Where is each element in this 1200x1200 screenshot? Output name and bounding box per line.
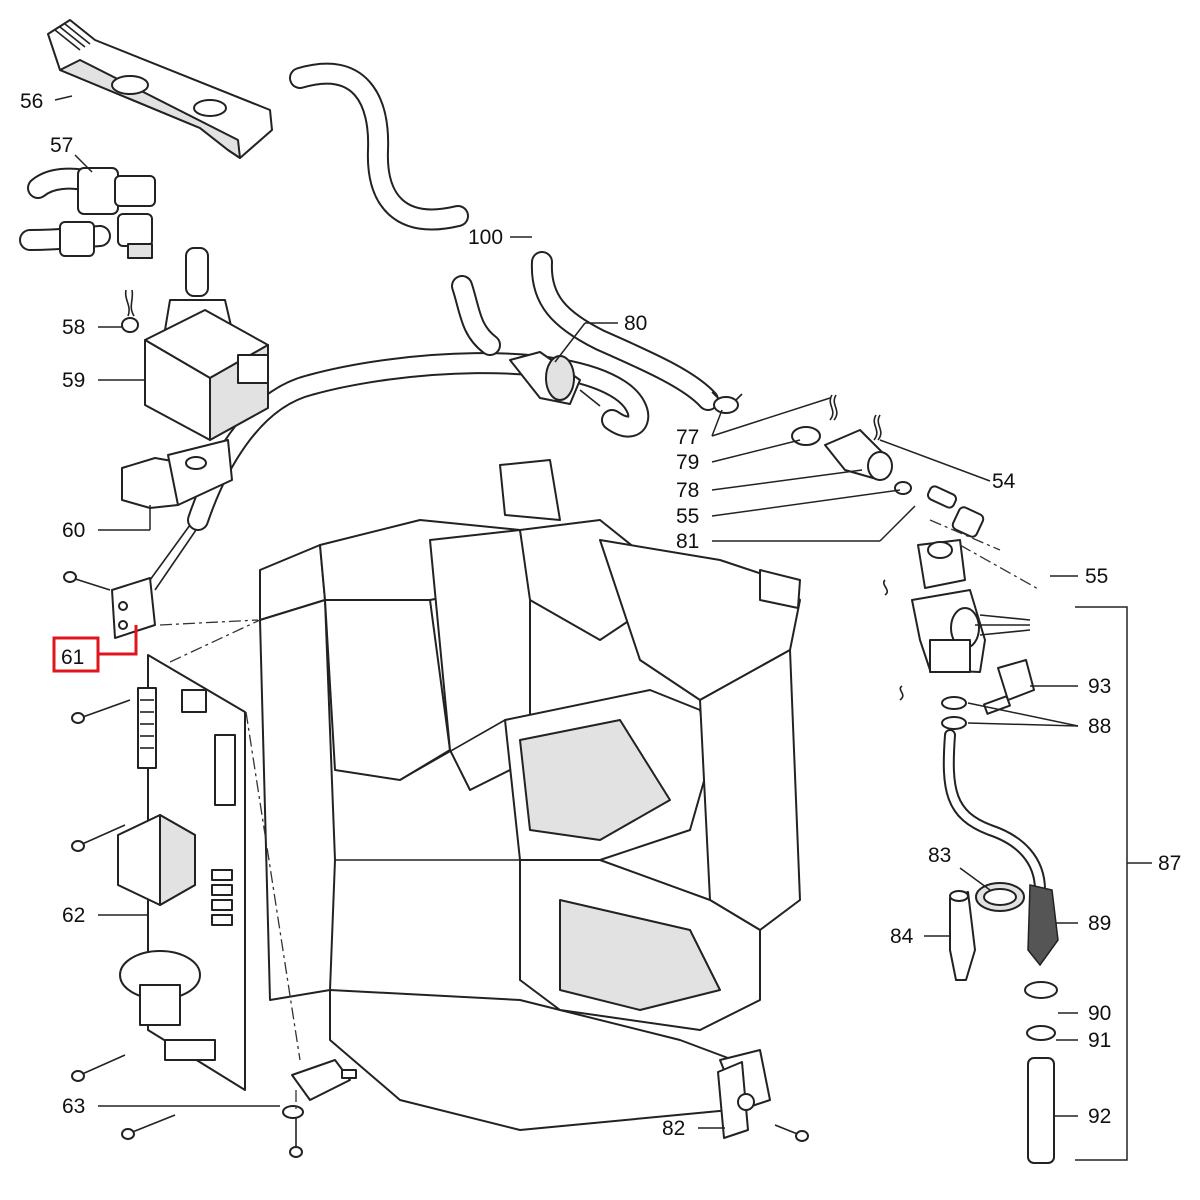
label-78: 78 bbox=[676, 479, 699, 502]
hose-to-clip bbox=[530, 251, 719, 411]
label-82: 82 bbox=[662, 1117, 685, 1140]
part-54-clip bbox=[873, 414, 882, 441]
label-60: 60 bbox=[62, 519, 85, 542]
leader-lines bbox=[54, 95, 1152, 1161]
label-89: 89 bbox=[1088, 912, 1111, 935]
part-57-valve bbox=[19, 167, 156, 259]
label-77: 77 bbox=[676, 426, 699, 449]
label-80: 80 bbox=[624, 312, 647, 335]
top-hose bbox=[289, 62, 469, 231]
assembly-lines bbox=[159, 519, 1041, 1110]
part-55-oring-top bbox=[894, 481, 912, 495]
main-frame bbox=[259, 459, 801, 1131]
part-83-ring bbox=[975, 882, 1025, 912]
label-61: 61 bbox=[61, 646, 84, 669]
part-59-pump bbox=[144, 247, 269, 441]
label-81: 81 bbox=[676, 530, 699, 553]
part-63-switch bbox=[291, 1059, 357, 1101]
label-59: 59 bbox=[62, 369, 85, 392]
part-56-cover bbox=[47, 19, 273, 159]
label-91: 91 bbox=[1088, 1029, 1111, 1052]
highlight-61 bbox=[52, 625, 138, 673]
part-92-tube bbox=[1027, 1057, 1055, 1164]
label-83: 83 bbox=[928, 844, 951, 867]
label-93: 93 bbox=[1088, 675, 1111, 698]
label-88: 88 bbox=[1088, 715, 1111, 738]
part-79-ring bbox=[791, 426, 821, 446]
part-78-coupling bbox=[824, 394, 893, 481]
part-60-bracket bbox=[121, 439, 233, 509]
part-84-nozzle bbox=[949, 890, 976, 981]
part-61-bracket bbox=[63, 524, 197, 639]
label-56: 56 bbox=[20, 90, 43, 113]
screws bbox=[71, 699, 809, 1158]
short-hose-80 bbox=[451, 275, 501, 356]
part-82-latch bbox=[717, 1061, 755, 1139]
part-88-seals bbox=[941, 696, 967, 730]
label-62: 62 bbox=[62, 904, 85, 927]
label-55: 55 bbox=[676, 505, 699, 528]
label-90: 90 bbox=[1088, 1002, 1111, 1025]
part-62-pcb bbox=[117, 654, 246, 1091]
label-58: 58 bbox=[62, 316, 85, 339]
label-79: 79 bbox=[676, 451, 699, 474]
part-80-filter bbox=[509, 351, 601, 407]
part-81-nozzle bbox=[926, 485, 985, 538]
part-90-seal bbox=[1024, 981, 1058, 999]
label-92: 92 bbox=[1088, 1105, 1111, 1128]
part-77-clamp bbox=[711, 391, 743, 414]
label-87: 87 bbox=[1158, 852, 1181, 875]
label-84: 84 bbox=[890, 925, 914, 948]
label-63: 63 bbox=[62, 1095, 85, 1118]
part-labels: 56 57 58 59 60 61 62 63 100 80 77 79 78 … bbox=[20, 90, 1181, 1140]
label-57: 57 bbox=[50, 134, 73, 157]
steam-pipe bbox=[942, 729, 1046, 896]
label-54: 54 bbox=[992, 470, 1016, 493]
label-100: 100 bbox=[468, 226, 503, 249]
part-89-knob bbox=[1027, 884, 1059, 967]
part-87-assembly bbox=[883, 539, 1031, 701]
part-58-connector bbox=[121, 289, 139, 333]
part-91-seal bbox=[1026, 1025, 1056, 1041]
label-55-right: 55 bbox=[1085, 565, 1108, 588]
part-93-microswitch bbox=[983, 659, 1035, 715]
long-loop-hose bbox=[187, 352, 650, 531]
